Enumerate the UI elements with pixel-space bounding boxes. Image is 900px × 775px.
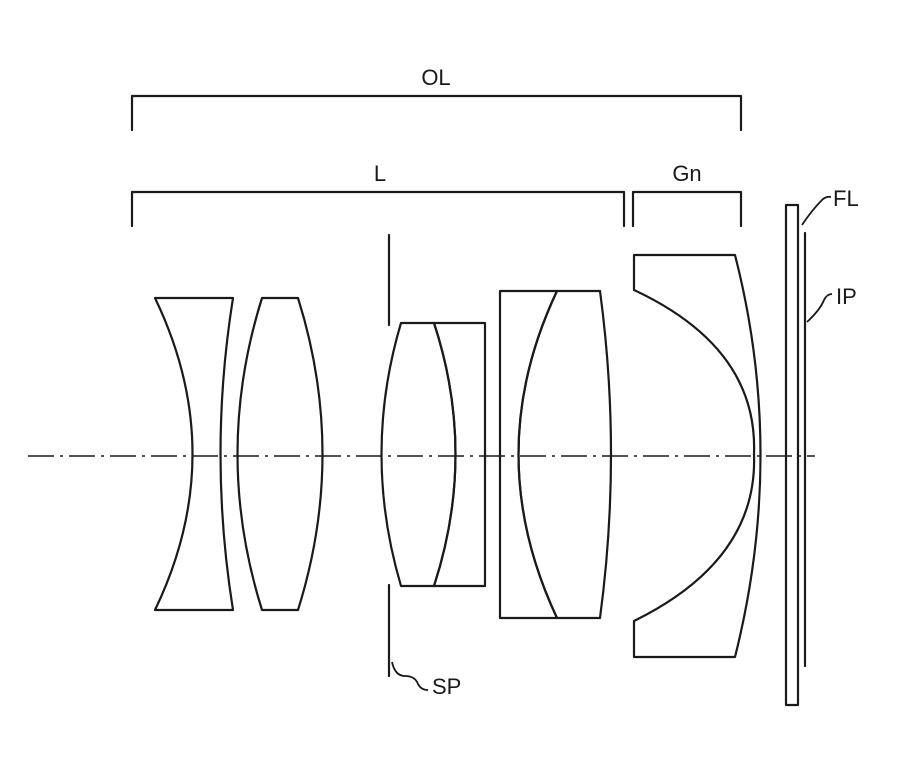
lens-5: [498, 289, 559, 620]
bracket-l: [130, 190, 626, 228]
label-sp: SP: [432, 674, 461, 699]
label-fl: FL: [833, 186, 859, 211]
leader-sp: [391, 661, 429, 691]
lens-2: [236, 296, 324, 612]
label-l: L: [374, 161, 386, 186]
label-ip: IP: [836, 284, 857, 309]
lens-6: [517, 289, 613, 620]
filter-plate: [784, 203, 800, 707]
leader-fl: [801, 195, 832, 226]
label-gn: Gn: [672, 161, 701, 186]
lens-gn: [632, 253, 762, 659]
label-ol: OL: [421, 65, 450, 90]
bracket-ol: [130, 94, 743, 132]
lens-1: [153, 296, 235, 612]
leader-ip: [806, 293, 833, 323]
lens-4: [432, 321, 487, 588]
bracket-gn: [631, 190, 743, 228]
